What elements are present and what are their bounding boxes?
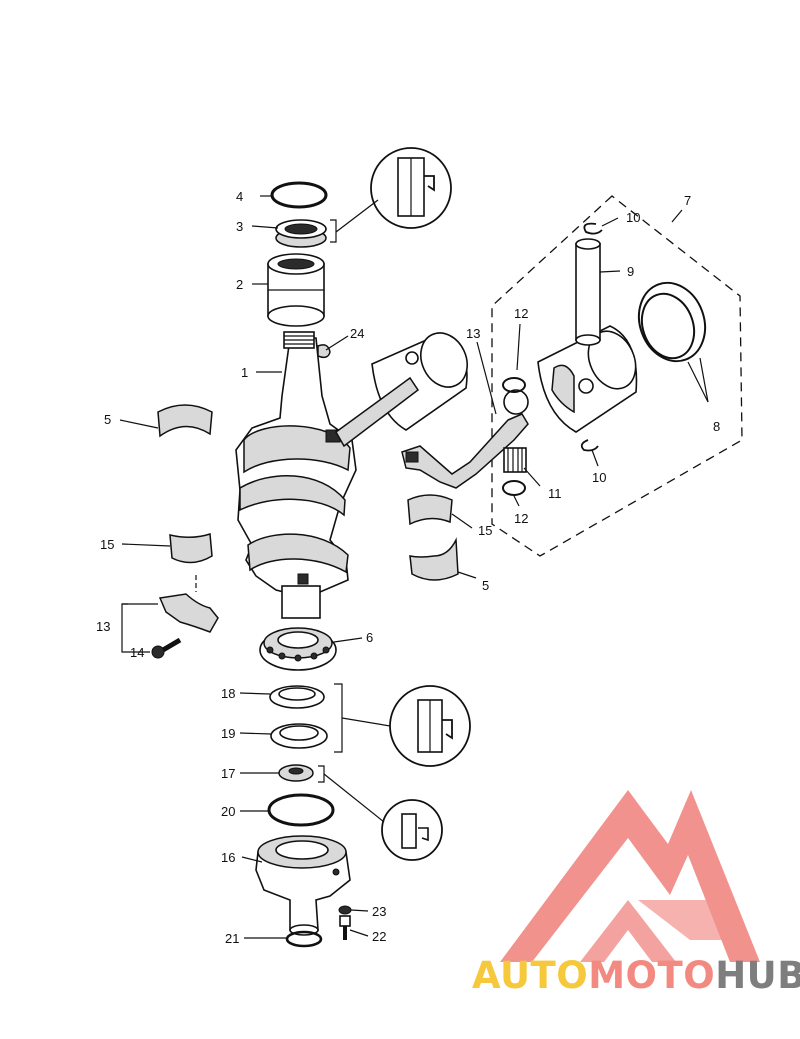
needle-bearing <box>503 447 527 473</box>
callout-24: 24 <box>350 326 364 341</box>
connecting-rod <box>401 389 529 489</box>
o-ring-21 <box>285 930 323 948</box>
callout-8: 8 <box>713 419 720 434</box>
piston-front <box>537 325 638 433</box>
washer-17 <box>278 764 314 782</box>
callout-18: 18 <box>221 686 235 701</box>
detail-inset-bottom <box>381 799 443 861</box>
watermark-moto: MOTO <box>588 954 715 997</box>
watermark-auto: AUTO <box>472 954 588 997</box>
callout-16: 16 <box>221 850 235 865</box>
callout-5-left: 5 <box>104 412 111 427</box>
callout-7: 7 <box>684 193 691 208</box>
screw-22 <box>339 915 351 940</box>
callout-12-top: 12 <box>514 306 528 321</box>
callout-14: 14 <box>130 645 144 660</box>
callout-10-bottom: 10 <box>592 470 606 485</box>
piston-ring-inner <box>640 292 696 360</box>
thrust-washer-top <box>502 377 526 393</box>
woodruff-key <box>317 344 331 359</box>
end-cap-housing <box>255 835 351 936</box>
callout-22: 22 <box>372 929 386 944</box>
callout-15-right: 15 <box>478 523 492 538</box>
watermark-logo-icon <box>500 790 760 962</box>
callout-3: 3 <box>236 219 243 234</box>
callout-2: 2 <box>236 277 243 292</box>
callout-5-right: 5 <box>482 578 489 593</box>
callout-12-bottom: 12 <box>514 511 528 526</box>
callout-4: 4 <box>236 189 243 204</box>
watermark-hub: HUB <box>715 954 800 997</box>
seal-top <box>275 219 327 248</box>
piston-rear <box>335 332 468 448</box>
callout-10-top: 10 <box>626 210 640 225</box>
bearing-cage-5-left <box>157 404 213 438</box>
retaining-ring-bottom <box>580 439 599 452</box>
retaining-ring-top <box>583 222 603 235</box>
detail-inset-top <box>370 147 452 229</box>
thrust-washer-bottom <box>502 480 526 496</box>
callout-17: 17 <box>221 766 235 781</box>
bearing-cage-5-right <box>409 537 459 581</box>
piston-ring-outer <box>637 281 707 363</box>
callout-13-right: 13 <box>466 326 480 341</box>
shim-18 <box>269 685 325 709</box>
callout-19: 19 <box>221 726 235 741</box>
o-ring-top <box>270 181 328 209</box>
callout-21: 21 <box>225 931 239 946</box>
bearing-cage-15-right <box>407 494 453 526</box>
assembly-boundary <box>491 195 743 557</box>
bracket-3 <box>330 219 337 243</box>
washer-23 <box>338 905 352 915</box>
leader-lines <box>119 195 709 939</box>
callout-15-left: 15 <box>100 537 114 552</box>
crankshaft <box>235 331 357 619</box>
ball-bearing <box>259 627 337 671</box>
upper-bearing <box>267 253 325 327</box>
callout-13-left: 13 <box>96 619 110 634</box>
watermark-text: AUTOMOTOHUB <box>472 954 800 997</box>
bearing-cage-15-left <box>169 532 213 564</box>
callout-6: 6 <box>366 630 373 645</box>
wrist-pin <box>575 238 601 346</box>
callout-1: 1 <box>241 365 248 380</box>
callout-9: 9 <box>627 264 634 279</box>
shim-19 <box>270 723 328 749</box>
callout-20: 20 <box>221 804 235 819</box>
o-ring-20 <box>267 793 335 827</box>
callout-23: 23 <box>372 904 386 919</box>
bracket-18-19 <box>334 683 343 753</box>
rod-cap-screw <box>151 637 182 659</box>
rod-cap <box>158 593 219 633</box>
callout-11: 11 <box>548 486 562 501</box>
detail-inset-middle <box>389 685 471 767</box>
bracket-17 <box>318 765 325 783</box>
